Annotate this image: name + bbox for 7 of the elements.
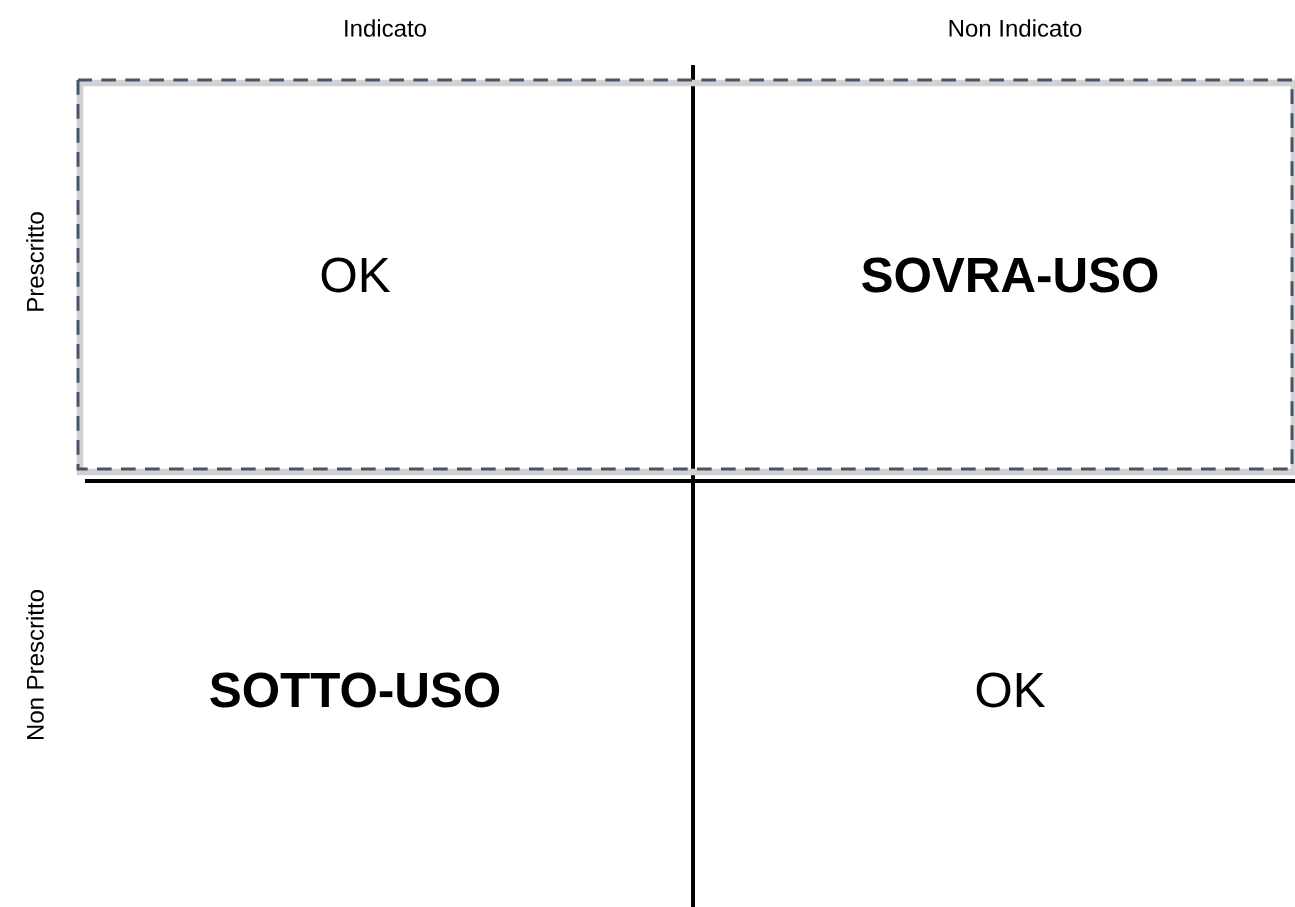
quadrant-label: SOTTO-USO bbox=[210, 672, 500, 708]
column-header: Non Indicato bbox=[949, 19, 1082, 37]
row-header: Non Prescritto bbox=[26, 590, 44, 740]
quadrant-label: OK bbox=[976, 672, 1046, 708]
quadrant-box: OK SOVRA-USO bbox=[76, 78, 1295, 476]
row-header: Prescritto bbox=[26, 212, 44, 311]
column-header: Indicato bbox=[345, 19, 426, 37]
